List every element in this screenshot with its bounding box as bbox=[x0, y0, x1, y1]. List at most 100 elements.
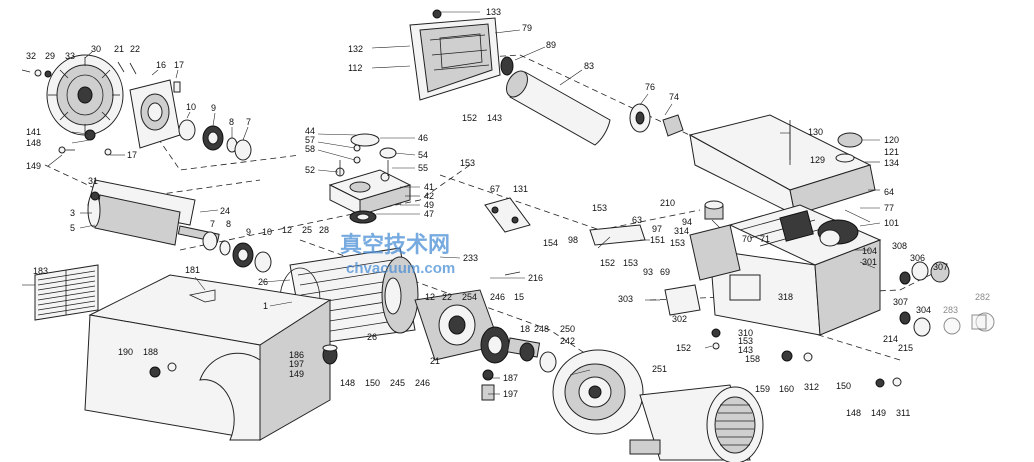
callout-246a: 246 bbox=[490, 292, 505, 302]
callout-94: 94 bbox=[682, 217, 692, 227]
callout-153e: 153 bbox=[738, 336, 753, 346]
callout-188: 188 bbox=[143, 347, 158, 357]
fan-wheel bbox=[46, 54, 124, 136]
callout-79: 79 bbox=[522, 23, 532, 33]
callout-67: 67 bbox=[490, 184, 500, 194]
small-brackets bbox=[322, 125, 902, 401]
callout-152b: 152 bbox=[600, 258, 615, 268]
callout-42: 42 bbox=[424, 191, 434, 201]
callout-158: 158 bbox=[745, 354, 760, 364]
callout-248: 248 bbox=[534, 324, 549, 334]
callout-187: 187 bbox=[503, 373, 518, 383]
callout-93: 93 bbox=[643, 267, 653, 277]
callout-129: 129 bbox=[810, 155, 825, 165]
callout-251: 251 bbox=[652, 364, 667, 374]
callout-318: 318 bbox=[778, 292, 793, 302]
callout-28: 28 bbox=[319, 225, 329, 235]
callout-10b: 10 bbox=[262, 227, 272, 237]
callout-10a: 10 bbox=[186, 102, 196, 112]
callout-12b: 12 bbox=[425, 292, 435, 302]
callout-1: 1 bbox=[263, 301, 268, 311]
callout-17b: 17 bbox=[127, 150, 137, 160]
callout-154: 154 bbox=[543, 238, 558, 248]
callout-8a: 8 bbox=[229, 117, 234, 127]
bearing-set-lower bbox=[202, 231, 272, 273]
callout-5: 5 bbox=[70, 223, 75, 233]
callout-18: 18 bbox=[520, 324, 530, 334]
callout-186: 186 bbox=[289, 350, 304, 360]
callout-25: 25 bbox=[302, 225, 312, 235]
callout-121: 121 bbox=[884, 147, 899, 157]
callout-282: 282 bbox=[975, 292, 990, 302]
callout-310: 310 bbox=[738, 328, 753, 338]
callout-17a: 17 bbox=[174, 60, 184, 70]
motor-flange bbox=[552, 349, 644, 435]
callout-197a: 197 bbox=[289, 359, 304, 369]
callout-190: 190 bbox=[118, 347, 133, 357]
valve-block bbox=[328, 133, 412, 224]
pump-housing bbox=[689, 204, 882, 336]
muffler-box bbox=[688, 114, 876, 216]
callout-7b: 7 bbox=[210, 219, 215, 229]
callout-233: 233 bbox=[463, 253, 478, 263]
bearing-set-upper bbox=[178, 119, 252, 161]
callout-31: 31 bbox=[88, 176, 98, 186]
callout-215: 215 bbox=[898, 343, 913, 353]
callout-22: 22 bbox=[130, 44, 140, 54]
callout-149a: 149 bbox=[26, 161, 41, 171]
callout-63: 63 bbox=[632, 215, 642, 225]
enclosure-hood bbox=[84, 274, 332, 441]
callout-246b: 246 bbox=[415, 378, 430, 388]
callout-70: 70 bbox=[742, 234, 752, 244]
callout-307a: 307 bbox=[933, 262, 948, 272]
callout-24: 24 bbox=[220, 206, 230, 216]
callout-3: 3 bbox=[70, 208, 75, 218]
callout-21b: 21 bbox=[430, 356, 440, 366]
callout-21: 21 bbox=[114, 44, 124, 54]
filter-cartridge bbox=[500, 56, 684, 146]
callout-97: 97 bbox=[652, 224, 662, 234]
callout-112: 112 bbox=[348, 63, 362, 73]
callout-143a: 143 bbox=[487, 113, 502, 123]
inlet-grille bbox=[34, 264, 99, 321]
callout-41: 41 bbox=[424, 182, 434, 192]
callout-312: 312 bbox=[804, 382, 819, 392]
callout-242: 242 bbox=[560, 336, 575, 346]
callout-311: 311 bbox=[896, 408, 910, 418]
callout-69: 69 bbox=[660, 267, 670, 277]
callout-57: 57 bbox=[305, 135, 315, 145]
lid-plate bbox=[409, 9, 501, 101]
callout-58: 58 bbox=[305, 144, 315, 154]
callout-159: 159 bbox=[755, 384, 770, 394]
callout-133: 133 bbox=[486, 7, 501, 17]
callout-283: 283 bbox=[943, 305, 958, 315]
electric-motor bbox=[629, 384, 764, 462]
callout-74: 74 bbox=[669, 92, 679, 102]
callout-76: 76 bbox=[645, 82, 655, 92]
callout-7a: 7 bbox=[246, 117, 251, 127]
end-plate bbox=[414, 289, 501, 361]
callout-148b: 148 bbox=[340, 378, 355, 388]
callout-32: 32 bbox=[26, 51, 36, 61]
callout-131: 131 bbox=[513, 184, 528, 194]
callout-149b: 149 bbox=[289, 369, 304, 379]
callout-44: 44 bbox=[305, 126, 315, 136]
callout-130: 130 bbox=[808, 127, 823, 137]
callout-151: 151 bbox=[650, 235, 665, 245]
side-fittings bbox=[899, 261, 995, 337]
callout-12a: 12 bbox=[282, 225, 292, 235]
callout-308: 308 bbox=[892, 241, 907, 251]
watermark-url: chvacuum.com bbox=[346, 260, 455, 277]
callout-46: 46 bbox=[418, 133, 428, 143]
callout-141: 141 bbox=[26, 127, 41, 137]
callout-160: 160 bbox=[779, 384, 794, 394]
callout-150b: 150 bbox=[836, 381, 851, 391]
callout-153b: 153 bbox=[592, 203, 607, 213]
callout-numbers: 133 79 132 112 89 83 76 74 32 29 33 30 2… bbox=[26, 7, 990, 418]
callout-26a: 26 bbox=[258, 277, 268, 287]
callout-183: 183 bbox=[33, 266, 48, 276]
callout-153d: 153 bbox=[670, 238, 685, 248]
callout-33: 33 bbox=[65, 51, 75, 61]
callout-120: 120 bbox=[884, 135, 899, 145]
callout-134: 134 bbox=[884, 158, 899, 168]
